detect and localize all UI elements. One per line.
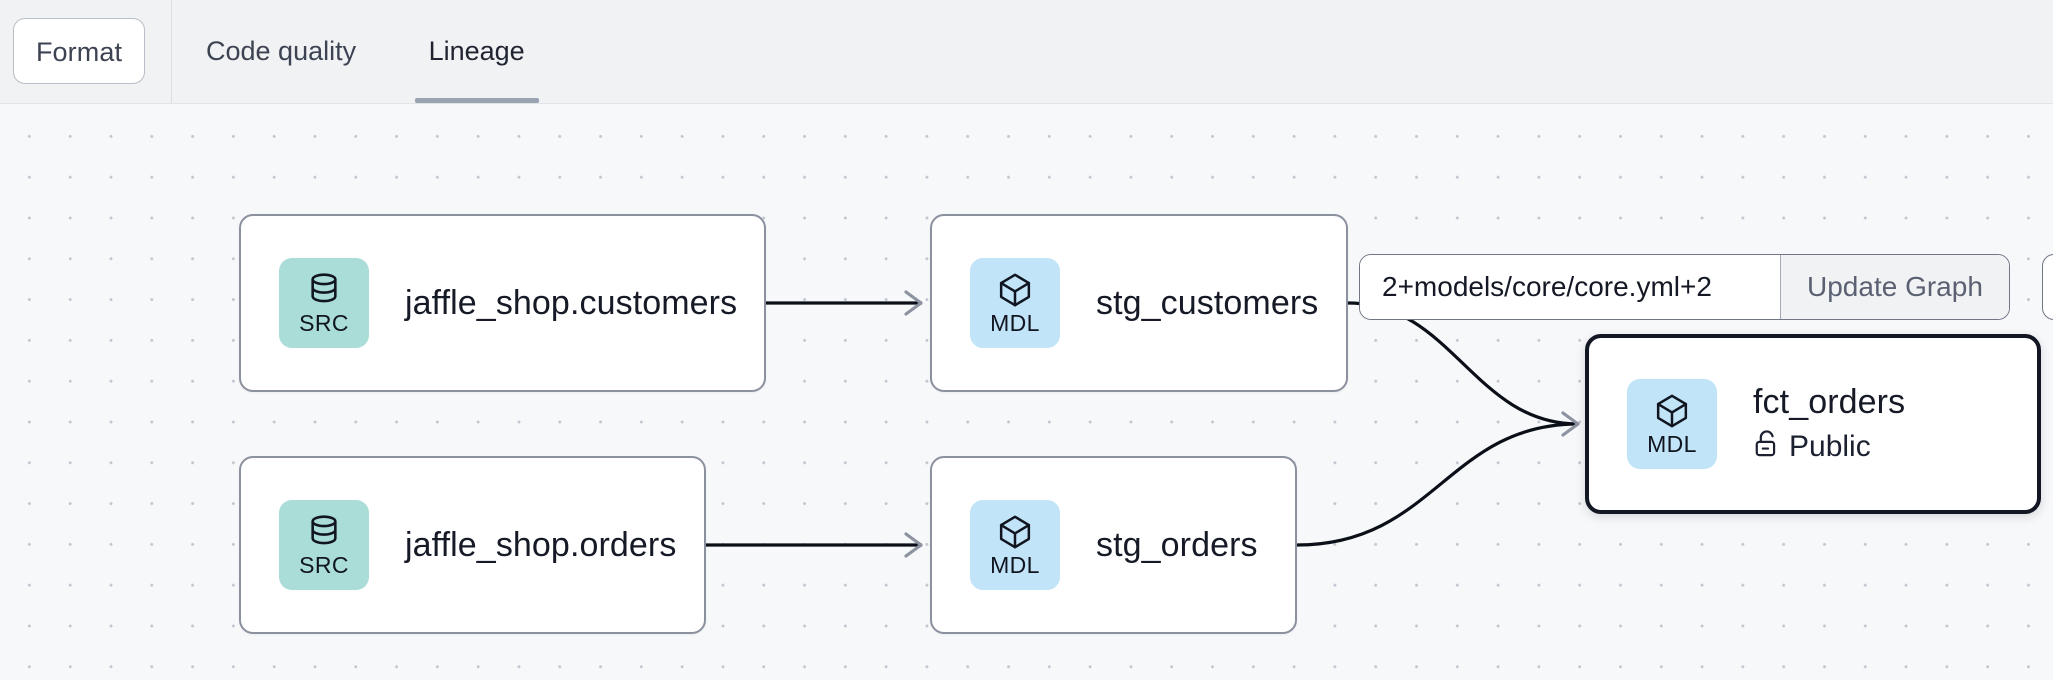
node-title: stg_customers xyxy=(1096,284,1319,322)
lineage-node-stg-customers[interactable]: MDL stg_customers xyxy=(930,214,1348,392)
tab-code-quality[interactable]: Code quality xyxy=(172,0,390,103)
node-body: jaffle_shop.customers xyxy=(405,283,737,323)
lineage-canvas[interactable]: SRC jaffle_shop.customers MDL stg_custo xyxy=(0,104,2053,680)
node-body: stg_orders xyxy=(1096,525,1258,565)
node-body: stg_customers xyxy=(1096,283,1318,323)
badge-label: SRC xyxy=(299,310,349,336)
node-title: stg_orders xyxy=(1096,526,1258,564)
format-button[interactable]: Format xyxy=(13,18,145,84)
update-graph-button[interactable]: Update Graph xyxy=(1780,255,2009,319)
database-icon xyxy=(307,271,341,309)
arrowhead-icon xyxy=(1561,411,1580,437)
arrowhead-icon xyxy=(904,290,923,316)
node-type-badge-mdl: MDL xyxy=(970,258,1060,348)
cube-icon xyxy=(997,513,1033,551)
node-type-badge-src: SRC xyxy=(279,500,369,590)
toolbar-left-group: Format xyxy=(0,0,172,103)
node-title: jaffle_shop.customers xyxy=(405,284,738,322)
tab-lineage[interactable]: Lineage xyxy=(395,0,559,103)
node-access-label: Public xyxy=(1789,430,1871,463)
tab-bar: Code quality Lineage xyxy=(172,0,559,103)
tab-code-quality-label: Code quality xyxy=(206,36,357,66)
cube-icon xyxy=(997,271,1033,309)
database-icon xyxy=(307,513,341,551)
cube-icon xyxy=(1654,392,1690,430)
lineage-node-jaffle-shop-orders[interactable]: SRC jaffle_shop.orders xyxy=(239,456,706,634)
graph-selector-input[interactable] xyxy=(1360,255,1780,319)
node-type-badge-mdl: MDL xyxy=(970,500,1060,590)
lineage-node-jaffle-shop-customers[interactable]: SRC jaffle_shop.customers xyxy=(239,214,766,392)
graph-selector-control: Update Graph xyxy=(1359,254,2010,320)
tab-underline xyxy=(414,98,539,103)
node-type-badge-src: SRC xyxy=(279,258,369,348)
node-access-badge: Public xyxy=(1753,428,1905,466)
toolbar: Format Code quality Lineage xyxy=(0,0,2053,104)
edge-stg-customers-to-fct xyxy=(1347,301,1579,426)
edge-stg-orders-to-fct xyxy=(1296,422,1579,547)
badge-label: MDL xyxy=(1647,431,1697,457)
node-type-badge-mdl: MDL xyxy=(1627,379,1717,469)
arrowhead-icon xyxy=(904,532,923,558)
lineage-node-stg-orders[interactable]: MDL stg_orders xyxy=(930,456,1297,634)
badge-label: MDL xyxy=(990,552,1040,578)
node-title: jaffle_shop.orders xyxy=(405,526,677,564)
badge-label: MDL xyxy=(990,310,1040,336)
lineage-node-fct-orders[interactable]: MDL fct_orders Public xyxy=(1585,334,2041,514)
graph-options-panel-edge[interactable] xyxy=(2042,254,2053,320)
node-body: jaffle_shop.orders xyxy=(405,525,676,565)
node-title: fct_orders xyxy=(1753,383,1906,421)
tab-lineage-label: Lineage xyxy=(428,36,525,66)
node-body: fct_orders Public xyxy=(1753,382,1905,466)
unlock-icon xyxy=(1753,428,1779,466)
badge-label: SRC xyxy=(299,552,349,578)
